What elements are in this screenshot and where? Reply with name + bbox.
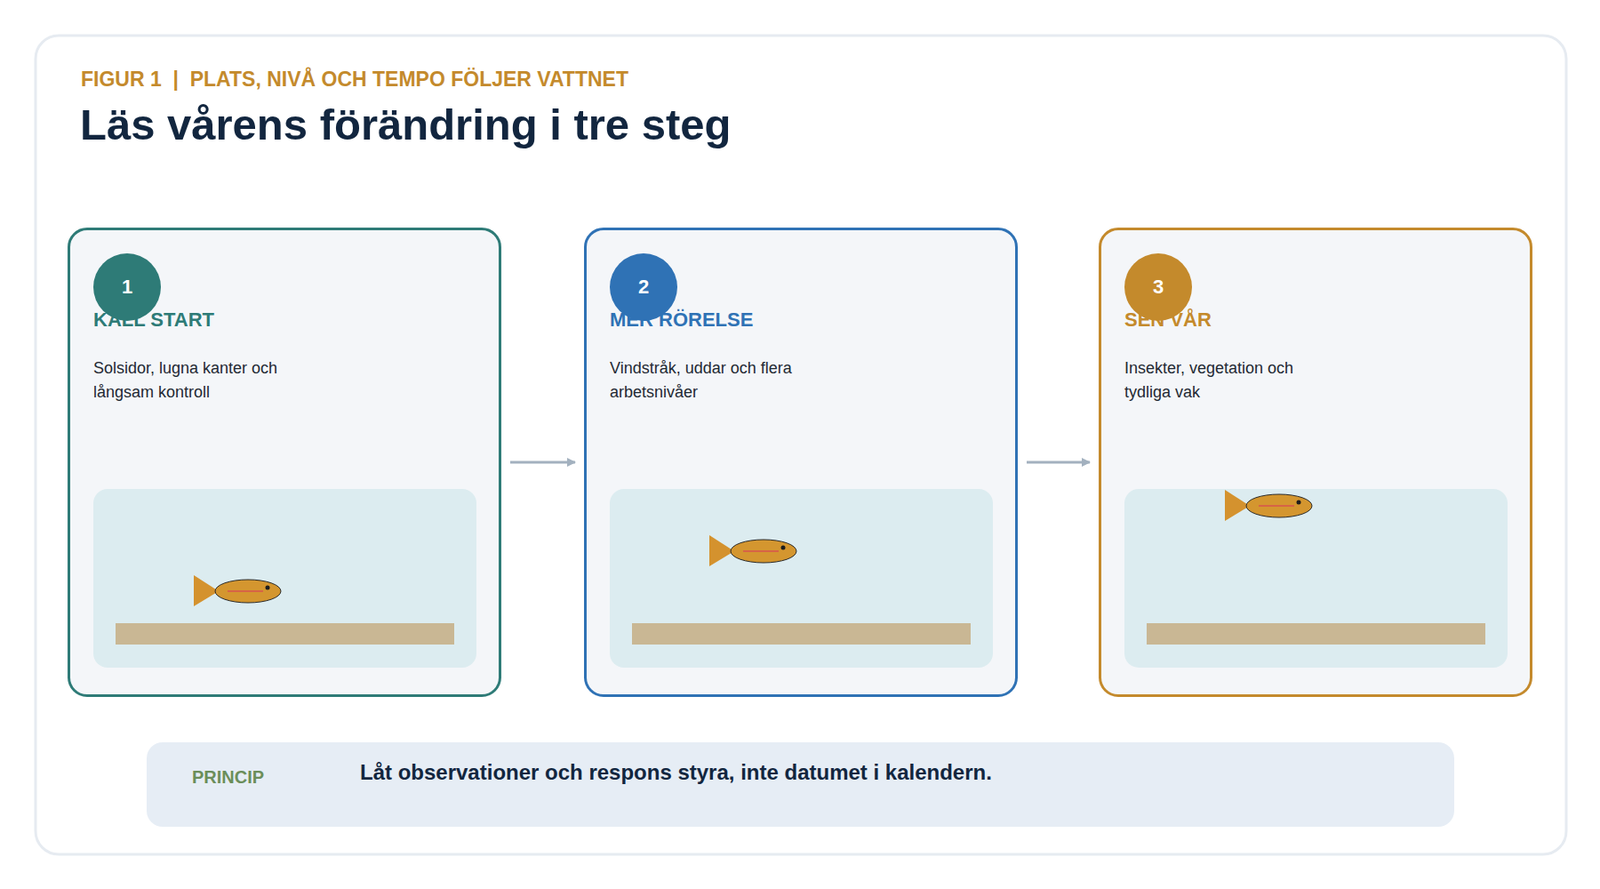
step-number: 2 <box>609 253 678 321</box>
principle-band: PRINCIP Låt observationer och respons sty… <box>146 742 1455 827</box>
fish-tail <box>709 535 735 567</box>
step-circle: 3 <box>1124 253 1192 321</box>
fish-line <box>1258 504 1295 507</box>
water-panel <box>609 488 993 668</box>
step-circle: 2 <box>609 253 678 321</box>
figure-title: Läs vårens förändring i tre steg <box>80 99 732 150</box>
figure-kicker: FIGUR 1 | PLATS, NIVÅ OCH TEMPO FÖLJER V… <box>80 67 629 92</box>
fish-symbol <box>709 535 797 567</box>
water-scene <box>609 488 993 668</box>
stage-body: Solsidor, lugna kanter och långsam kontr… <box>93 356 285 405</box>
step-number: 1 <box>93 253 161 321</box>
fish-line <box>743 550 779 552</box>
principle-text: Låt observationer och respons styra, int… <box>360 760 1427 785</box>
lake-bottom <box>115 623 455 645</box>
principle-label: PRINCIP <box>192 767 264 788</box>
fish-body <box>730 539 797 563</box>
water-panel <box>1124 488 1508 668</box>
step-circle: 1 <box>93 253 161 321</box>
fish-tail <box>1224 489 1250 521</box>
fish-eye <box>781 545 786 551</box>
stage-body: Insekter, vegetation och tydliga vak <box>1124 356 1316 405</box>
flow-arrow <box>1026 461 1090 464</box>
fish-body <box>1246 494 1312 518</box>
fish-symbol <box>1224 489 1312 521</box>
fish-symbol <box>193 575 281 607</box>
water-scene <box>93 488 477 668</box>
water-panel <box>93 488 477 668</box>
stage-box: MER RÖRELSEVindstråk, uddar och flera ar… <box>584 227 1018 697</box>
fish-line <box>227 590 264 592</box>
fish-body <box>215 579 281 603</box>
stage-body: Vindstråk, uddar och flera arbetsnivåer <box>609 356 801 405</box>
fish-eye <box>1296 500 1302 505</box>
lake-bottom <box>632 623 971 645</box>
water-scene <box>1124 488 1508 668</box>
flow-arrow <box>510 461 576 464</box>
step-number: 3 <box>1124 253 1192 321</box>
stage-box: KALL STARTSolsidor, lugna kanter och lån… <box>67 227 502 697</box>
outer-card <box>35 35 1567 855</box>
fish-eye <box>265 585 271 591</box>
fish-tail <box>193 575 219 607</box>
stage-box: SEN VÅRInsekter, vegetation och tydliga … <box>1098 227 1533 697</box>
lake-bottom <box>1146 623 1486 645</box>
